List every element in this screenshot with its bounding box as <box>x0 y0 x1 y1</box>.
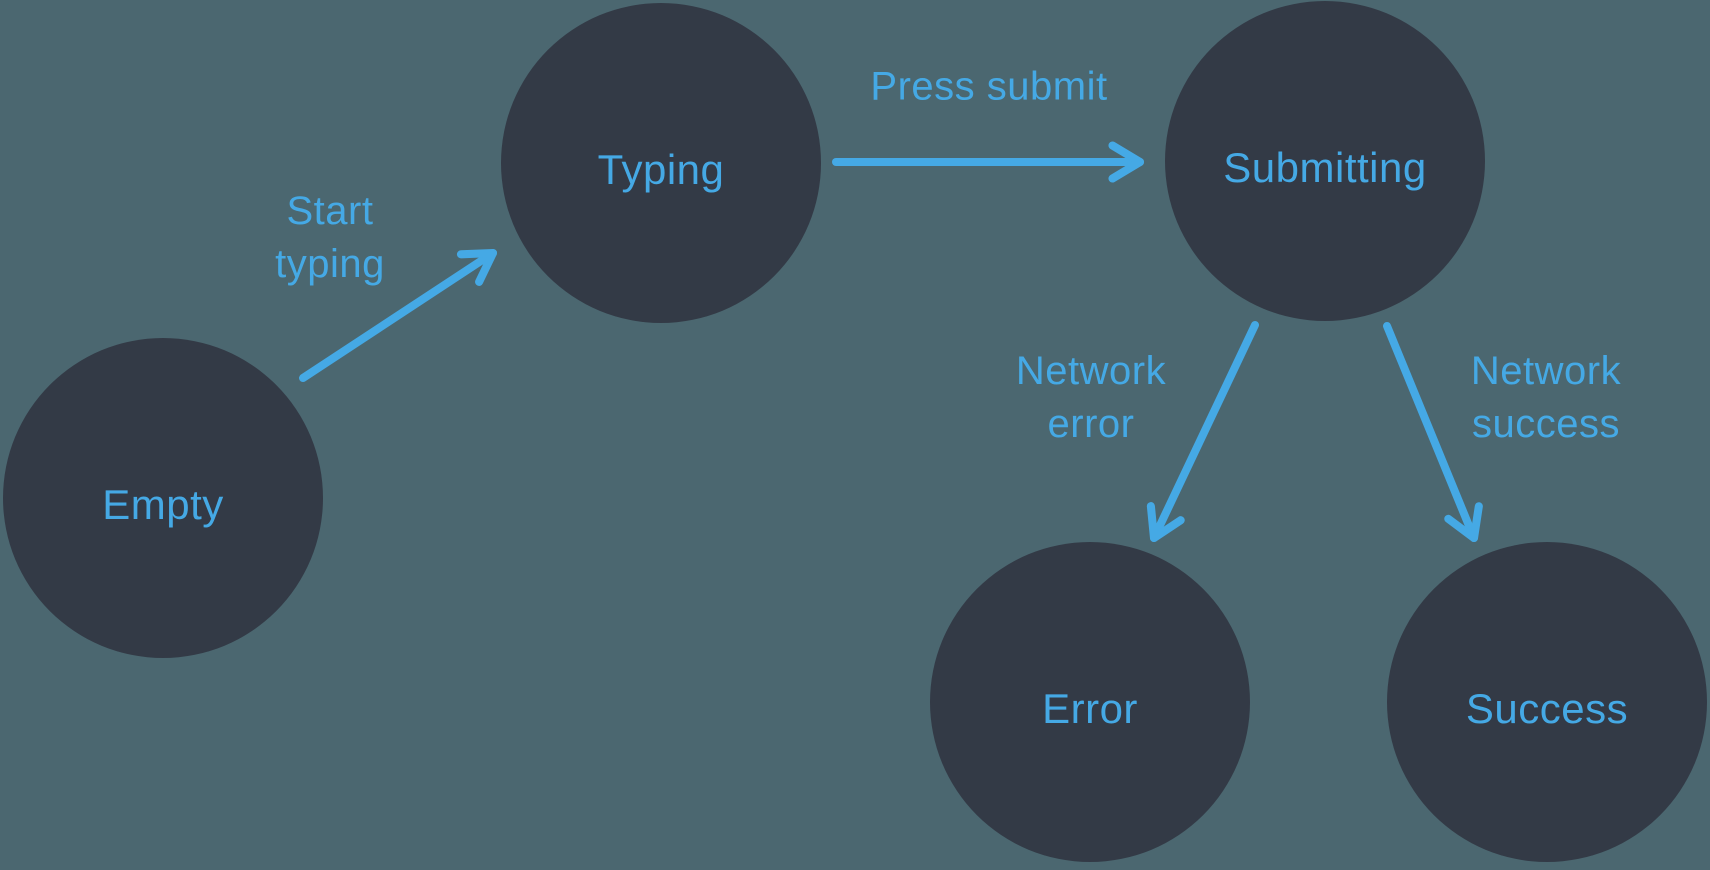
edge-label-network-success: Network success <box>1470 349 1622 446</box>
state-node-error-label: Error <box>1042 685 1138 732</box>
state-node-success: Success <box>1387 542 1707 862</box>
state-node-success-label: Success <box>1465 685 1629 732</box>
state-node-typing-label: Typing <box>597 146 725 193</box>
edge-label-start-typing: Start typing <box>275 189 385 286</box>
state-node-empty-label: Empty <box>102 481 224 528</box>
state-node-error: Error <box>930 542 1250 862</box>
edge-label-network-error: Network error <box>1015 349 1167 446</box>
state-node-submitting: Submitting <box>1165 1 1485 321</box>
edge-label-press-submit: Press submit <box>870 64 1108 109</box>
state-node-submitting-label: Submitting <box>1223 144 1427 191</box>
state-node-empty: Empty <box>3 338 323 658</box>
edge-arrow-network-error <box>1146 321 1259 543</box>
edge-arrow-network-success <box>1383 322 1483 543</box>
state-node-typing: Typing <box>501 3 821 323</box>
edge-arrow-start-typing <box>299 248 498 382</box>
